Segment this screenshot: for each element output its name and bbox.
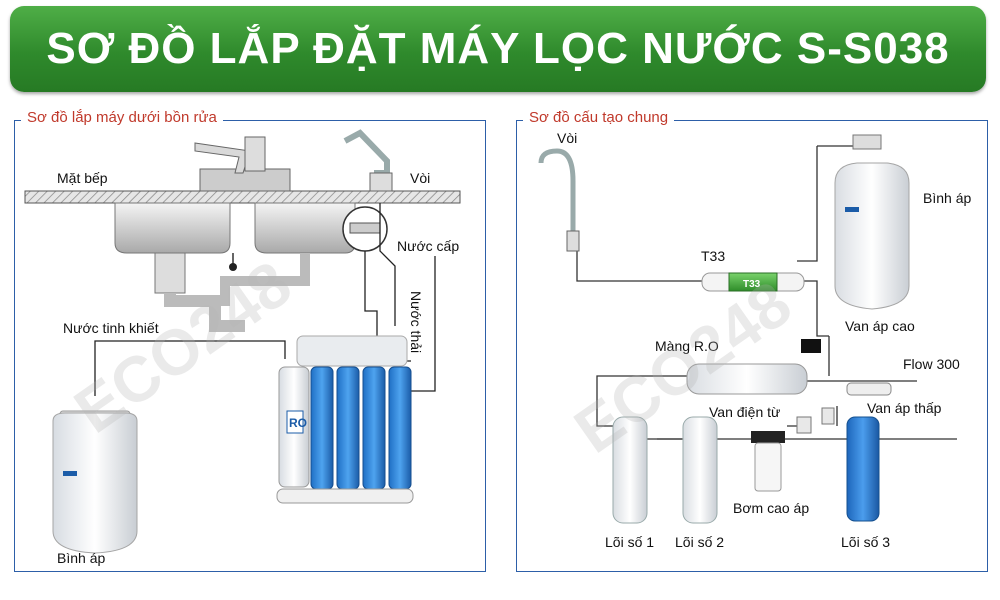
label-van-dien-tu: Van điện từ [709,404,780,420]
label-van-ap-cao: Van áp cao [845,318,915,334]
label-t33: T33 [701,248,725,264]
filter-cartridge-4 [388,366,412,490]
t33-cartridge: T33 [701,272,805,292]
ro-membrane [686,363,808,395]
drain-trap-left [154,252,186,294]
filter-caps [296,335,408,367]
low-pressure-switch [821,407,835,425]
pressure-tank-right [834,134,910,310]
structure-diagram: T33 Vòi Bình áp T33 Van áp cao Màng R.O [538,130,971,550]
sink-faucet-base [199,168,291,192]
tubing [576,145,957,440]
countertop [24,190,461,204]
label-bom-cao-ap: Bơm cao áp [733,500,809,516]
filter-1 [612,416,648,524]
ro-tag: RO [289,416,307,430]
sink-right [254,202,356,254]
label-voi: Vòi [557,130,577,146]
filter-3 [846,416,880,522]
sink-left [114,202,231,254]
filter-cartridge-2 [336,366,360,490]
label-mat-bep: Mặt bếp [57,170,108,186]
filter-base [276,488,414,504]
right-panel-title: Sơ đồ cấu tạo chung [523,109,675,126]
label-voi: Vòi [410,170,430,186]
label-loi-so-3: Lõi số 3 [841,534,890,550]
filter-cartridge-1 [310,366,334,490]
pure-water-tube [94,340,286,396]
label-mang-ro: Màng R.O [655,338,719,354]
solenoid-valve [796,416,812,434]
drain-pipe-right [220,253,310,306]
label-nuoc-thai: Nước thải [408,291,424,353]
svg-text:T33: T33 [743,279,761,290]
label-binh-ap: Bình áp [57,550,105,566]
booster-pump [751,431,785,492]
faucet [538,148,576,249]
label-van-ap-thap: Van áp thấp [867,400,942,416]
right-diagram-panel: Sơ đồ cấu tạo chung [516,109,988,572]
high-pressure-switch [801,339,821,353]
tap-tube [379,203,396,326]
pressure-tank-left [52,410,138,554]
left-diagram-panel: Sơ đồ lắp máy dưới bồn rửa [14,109,486,572]
page-title: SƠ ĐỒ LẮP ĐẶT MÁY LỌC NƯỚC S-S038 [46,24,950,73]
label-loi-so-1: Lõi số 1 [605,534,654,550]
drain-pipe [164,293,245,332]
label-loi-so-2: Lõi số 2 [675,534,724,550]
label-binh-ap: Bình áp [923,190,971,206]
label-nuoc-tinh-khiet: Nước tinh khiết [63,320,159,336]
title-banner: SƠ ĐỒ LẮP ĐẶT MÁY LỌC NƯỚC S-S038 [10,6,986,92]
left-panel-title: Sơ đồ lắp máy dưới bồn rửa [21,109,223,126]
filter-cartridge-3 [362,366,386,490]
under-sink-diagram: RO Mặt bếp Vòi Nước cấp Nước tinh khiết … [24,129,461,566]
ro-tap-base [369,172,393,192]
filter-cartridges [310,366,412,490]
sink-faucet-body [244,136,266,172]
label-nuoc-cap: Nước cấp [397,238,459,254]
flow-restrictor [846,382,892,396]
filter-2 [682,416,718,524]
label-flow-300: Flow 300 [903,356,960,372]
waste-tube [407,256,436,392]
